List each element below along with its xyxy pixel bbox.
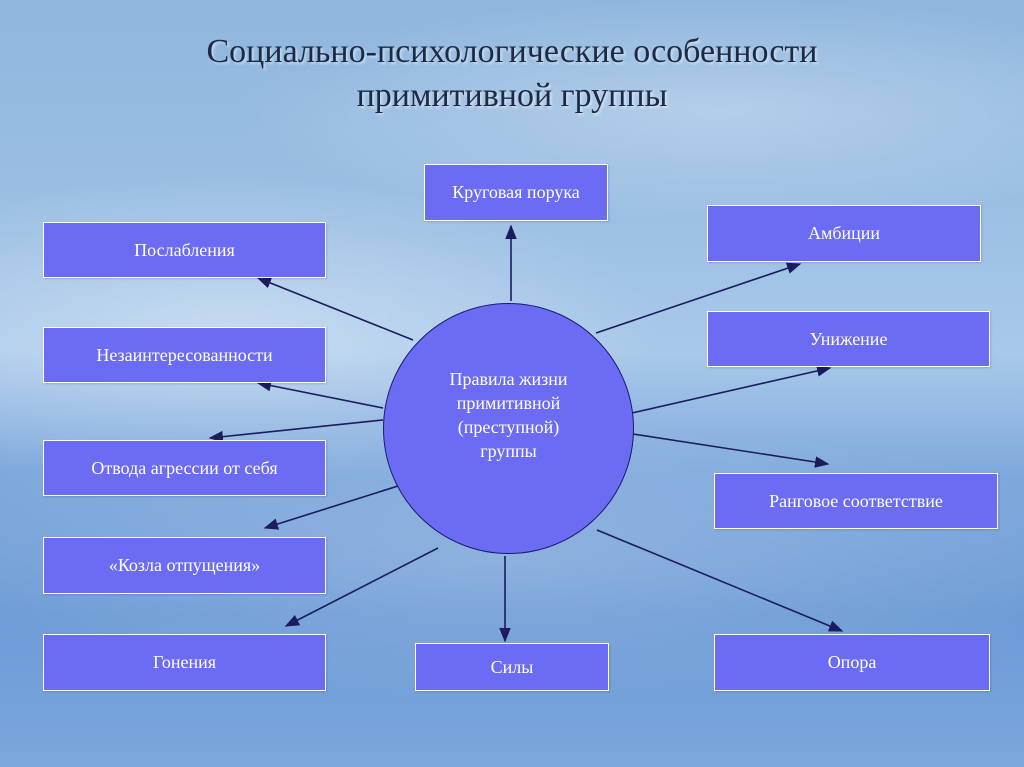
arrow-to-goneniya	[284, 547, 439, 627]
node-ambitsii: Амбиции	[707, 205, 981, 262]
node-poslableniya-label: Послабления	[134, 239, 235, 260]
node-ambitsii-label: Амбиции	[807, 223, 881, 243]
node-nezainteresovannosti: Незаинтересованности	[43, 327, 326, 383]
center-line-3: (преступной)	[457, 416, 560, 437]
arrow-to-unizhenie	[631, 365, 832, 414]
arrow-to-kozla	[263, 485, 399, 530]
node-opora: Опора	[714, 634, 990, 691]
node-krugovaya-poruka-label: Круговая порука	[452, 182, 580, 202]
node-poslableniya: Послабления	[43, 222, 326, 278]
arrow-to-nezainteresovannosti	[256, 379, 384, 409]
center-node: Правила жизни примитивной (преступной) г…	[383, 303, 634, 554]
arrow-to-poslableniya	[256, 277, 414, 341]
node-kozla-otpushcheniya: «Козла отпущения»	[43, 537, 326, 594]
node-rangovoe-sootvetstvie: Ранговое соответствие	[714, 473, 998, 529]
center-line-1: Правила жизни	[449, 368, 568, 389]
node-sily: Силы	[415, 643, 609, 691]
center-line-2: примитивной	[456, 392, 561, 413]
arrow-to-ambitsii	[595, 262, 802, 334]
arrow-to-otvoda	[208, 419, 384, 443]
node-goneniya: Гонения	[43, 634, 326, 691]
node-nezainteresovannosti-label: Незаинтересованности	[96, 344, 273, 365]
node-otvoda-agressii: Отвода агрессии от себя	[43, 440, 326, 496]
node-rangovoe-sootvetstvie-label: Ранговое соответствие	[769, 490, 943, 511]
node-otvoda-agressii-label: Отвода агрессии от себя	[91, 457, 278, 478]
node-unizhenie: Унижение	[707, 311, 990, 367]
arrow-to-opora	[596, 529, 844, 632]
title-line-1: Социально-психологические особенности	[206, 33, 818, 70]
node-unizhenie-label: Унижение	[809, 328, 888, 349]
arrow-to-rangovoe	[632, 433, 830, 468]
node-goneniya-label: Гонения	[153, 652, 216, 672]
node-krugovaya-poruka: Круговая порука	[424, 164, 608, 221]
node-opora-label: Опора	[827, 652, 877, 672]
node-sily-label: Силы	[490, 656, 534, 677]
page-title: Социально-психологические особенности пр…	[0, 30, 1024, 118]
center-line-4: группы	[480, 440, 537, 461]
node-kozla-otpushcheniya-label: «Козла отпущения»	[108, 555, 261, 575]
title-line-2: примитивной группы	[356, 77, 668, 114]
